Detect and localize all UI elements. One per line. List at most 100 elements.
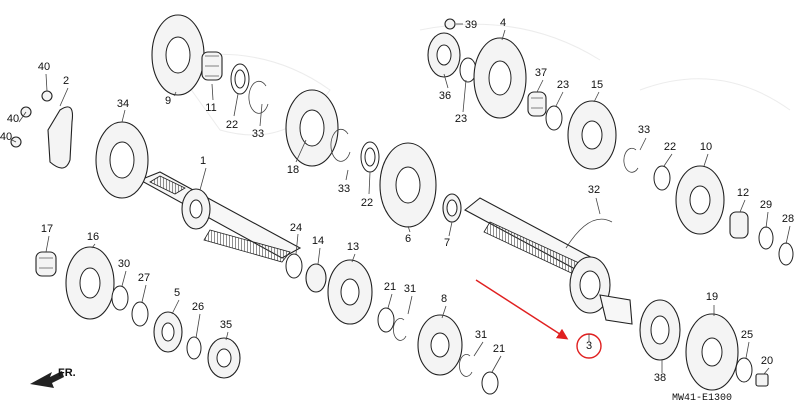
part-label-8: 8 [441,293,447,305]
leader-line [639,137,647,151]
sprocket-19 [685,313,739,391]
part-label-40: 40 [0,131,12,143]
part-label-40: 40 [7,113,19,125]
leader-line [441,305,447,319]
circlip-33a [248,80,269,114]
leader-line [345,169,349,181]
leader-line [121,270,127,287]
part-label-23: 23 [557,79,569,91]
part-label-20: 20 [761,355,773,367]
leader-line [555,91,564,107]
washer-30a [111,285,129,311]
washer-28 [778,242,794,266]
washer-22a [230,63,250,95]
part-label-27: 27 [138,272,150,284]
leader-line [295,139,307,163]
washer-26 [186,336,202,360]
gear-10 [675,165,725,235]
part-label-17: 17 [41,223,53,235]
leader-line [11,139,17,143]
part-label-32: 32 [588,184,600,196]
part-label-22: 22 [664,141,676,153]
leader-line [448,221,453,237]
part-label-29: 29 [760,199,772,211]
leader-line [745,341,750,359]
circlip-32 [565,218,613,249]
leader-line [387,293,393,309]
washer-24 [285,253,303,279]
leader-line [59,87,69,107]
leader-line [763,367,770,375]
leader-line [141,284,147,303]
part-label-33: 33 [338,183,350,195]
washer-27 [131,301,149,327]
part-label-24: 24 [290,222,302,234]
leader-line [233,93,239,117]
leader-line [663,153,673,167]
leader-line [407,225,411,233]
part-label-4: 4 [500,17,506,29]
part-label-21: 21 [384,281,396,293]
leader-line [171,299,180,315]
leader-line [473,341,484,357]
needle-bearing-17 [35,251,57,277]
gear-13 [327,259,373,325]
part-label-23: 23 [455,113,467,125]
leader-line [45,73,48,92]
part-label-31: 31 [404,283,416,295]
leader-line [703,153,709,167]
part-label-15: 15 [591,79,603,91]
leader-line [407,295,413,315]
front-direction-indicator [30,371,64,388]
part-label-39: 39 [465,19,477,31]
leader-line [536,79,544,93]
bracket-2 [47,106,74,169]
part-label-38: 38 [654,372,666,384]
leader-line [199,167,207,191]
part-label-26: 26 [192,301,204,313]
mainshaft [138,171,302,263]
part-leaders [11,23,791,375]
countershaft [464,197,633,325]
gear-18 [285,89,339,167]
background-sketch [169,23,791,136]
leader-line [295,233,299,255]
part-label-33: 33 [252,128,264,140]
part-label-18: 18 [287,164,299,176]
leader-line [462,79,467,113]
bushing-7 [442,193,462,223]
washer-29 [758,226,774,250]
leader-line [173,91,177,97]
gear-5 [153,311,183,353]
part-label-31: 31 [475,329,487,341]
part-label-14: 14 [312,235,324,247]
washer-22b [360,141,380,173]
gear-mainshaft-integral [181,188,211,230]
part-label-13: 13 [347,241,359,253]
washer-21a [377,307,395,333]
circlip-31a [393,318,407,341]
part-label-40: 40 [38,61,50,73]
needle-bearing-37 [527,91,547,117]
leader-line [785,225,791,245]
leader-line [443,73,449,89]
part-label-33: 33 [638,124,650,136]
circlip-33b [330,128,351,162]
leader-line [225,331,229,341]
bearing-11 [201,51,223,81]
leader-line [595,197,601,215]
part-label-3: 3 [586,340,592,352]
part-label-30: 30 [118,258,130,270]
bolt-39 [444,18,456,30]
part-label-1: 1 [200,155,206,167]
gear-9 [151,14,205,96]
bolt-20 [755,373,769,387]
diagram-code: MW41-E1300 [672,393,732,404]
bearing-34 [95,121,149,199]
plate-25 [735,357,753,383]
bushing-14 [305,263,327,293]
seal-38 [639,299,681,361]
leader-line [18,111,27,123]
leader-line [211,83,214,101]
part-label-5: 5 [174,287,180,299]
